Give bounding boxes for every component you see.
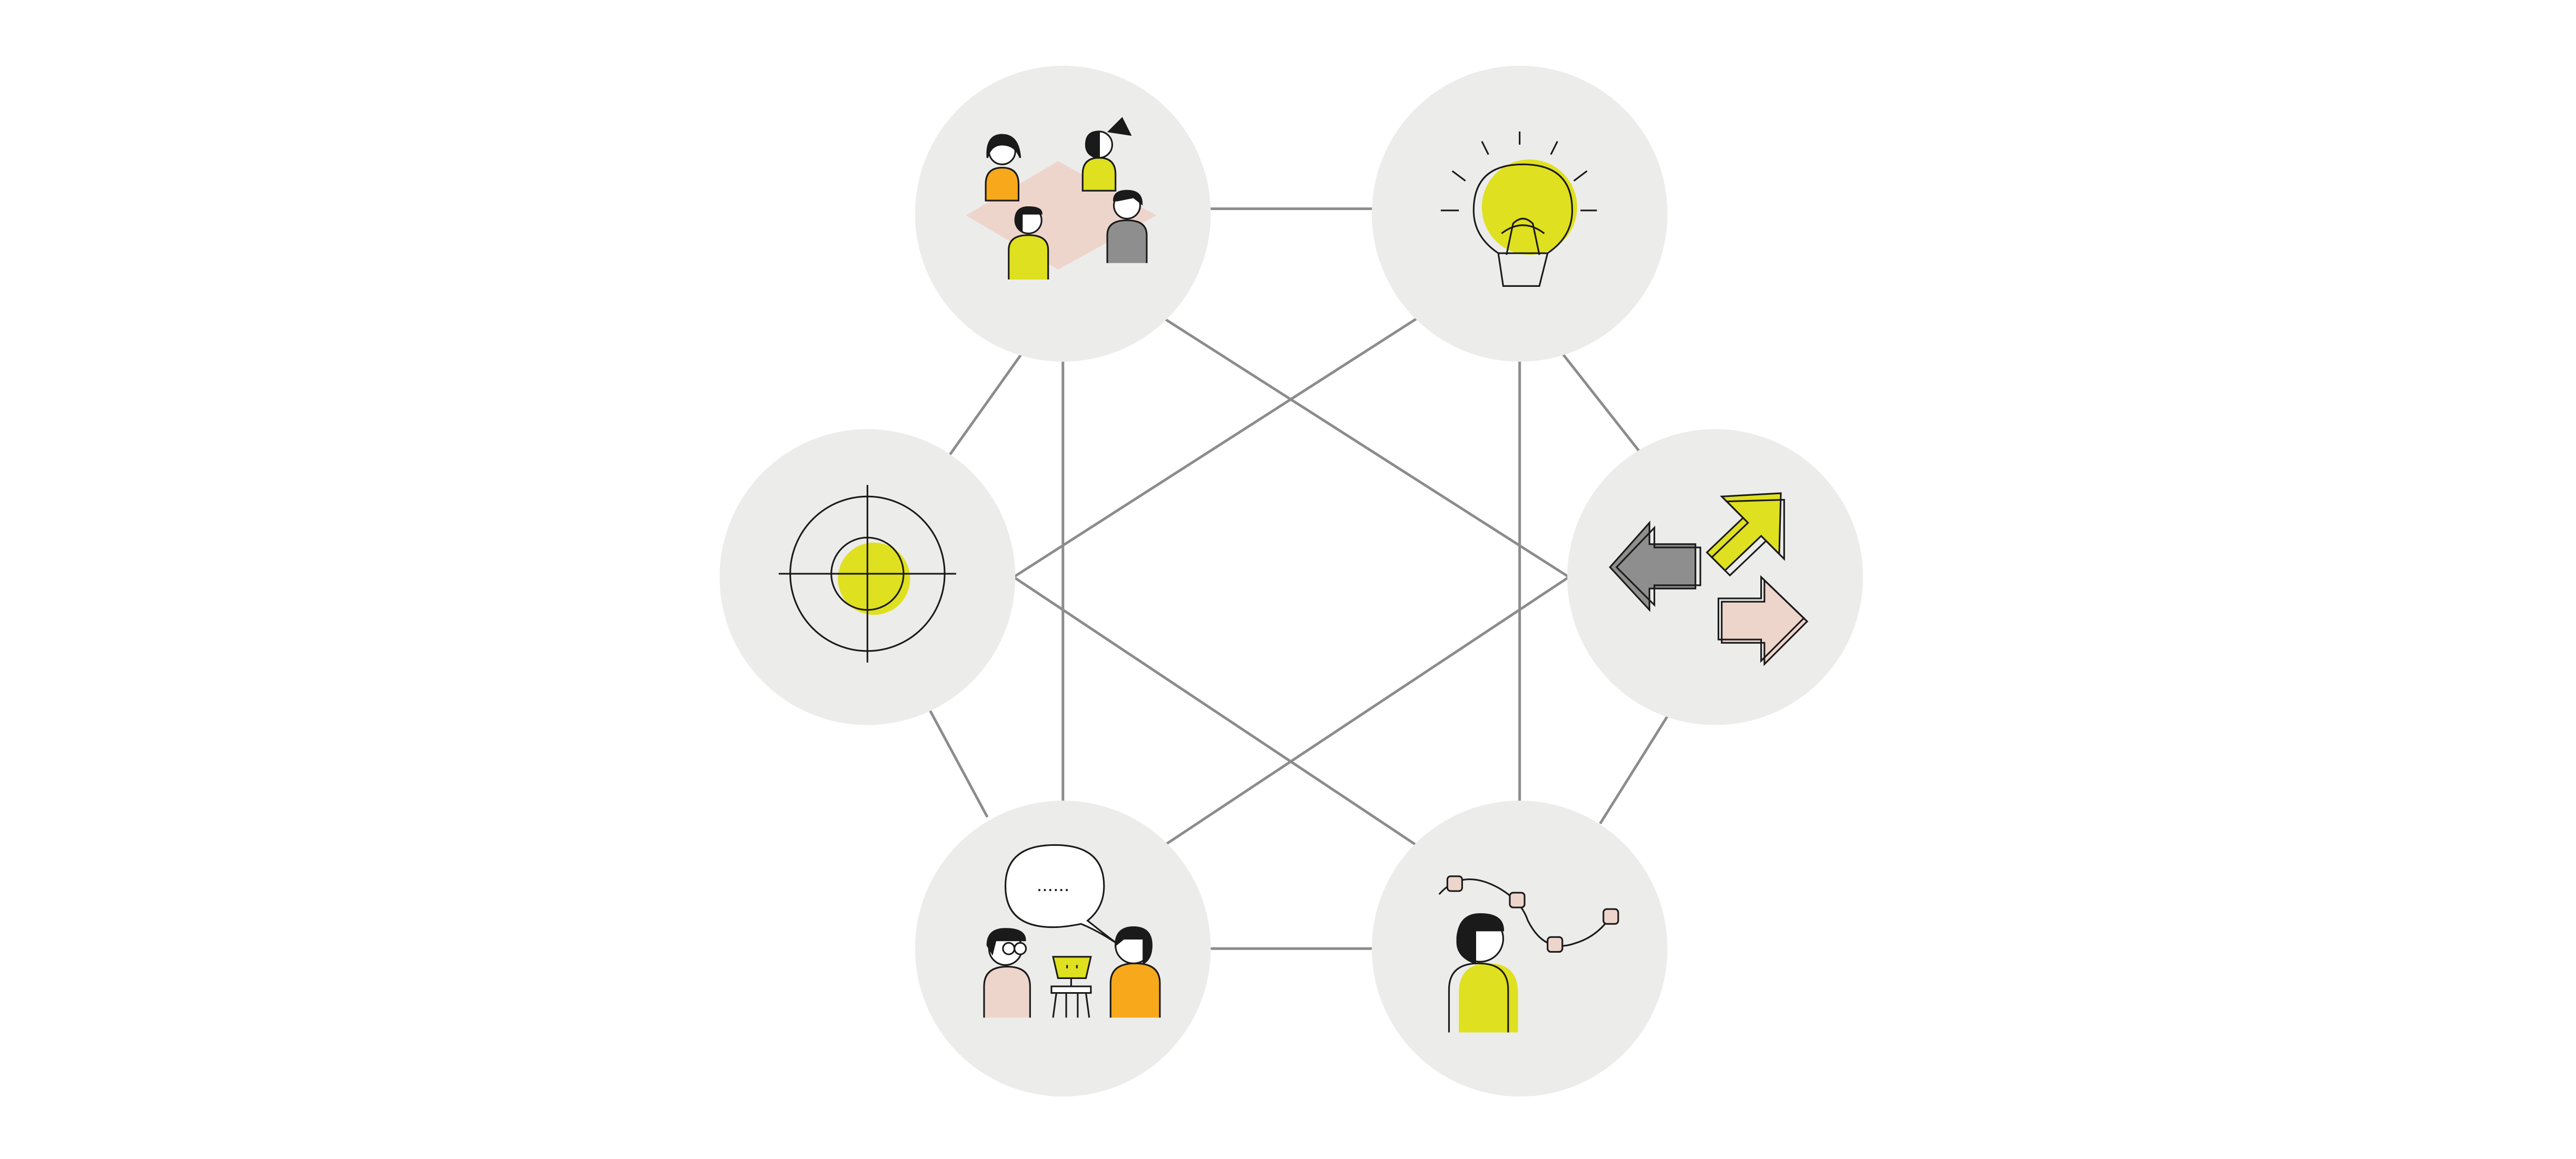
- edge-idea-target: [1013, 317, 1417, 578]
- edge-target-team: [944, 353, 1023, 463]
- person-path-icon: [1438, 875, 1619, 1033]
- node-direction: [1567, 429, 1863, 725]
- edge-direction-conversation: [1164, 576, 1570, 846]
- node-journey: [1371, 801, 1668, 1097]
- edge-conversation-target: [928, 710, 989, 818]
- team-around-table-icon: [966, 117, 1157, 279]
- target-crosshair-icon: [778, 485, 956, 663]
- edge-team-direction: [1164, 317, 1570, 578]
- conversation-people-icon: ......: [983, 844, 1161, 1018]
- edge-idea-direction: [1561, 352, 1642, 455]
- speech-bubble-text: ......: [1037, 873, 1069, 895]
- connection-lines: [928, 207, 1670, 950]
- edge-target-journey: [1013, 576, 1417, 846]
- edge-direction-journey: [1599, 713, 1670, 825]
- node-conversation: [915, 801, 1211, 1097]
- direction-arrows-icon: [1609, 492, 1809, 666]
- lightbulb-icon: [1440, 131, 1597, 287]
